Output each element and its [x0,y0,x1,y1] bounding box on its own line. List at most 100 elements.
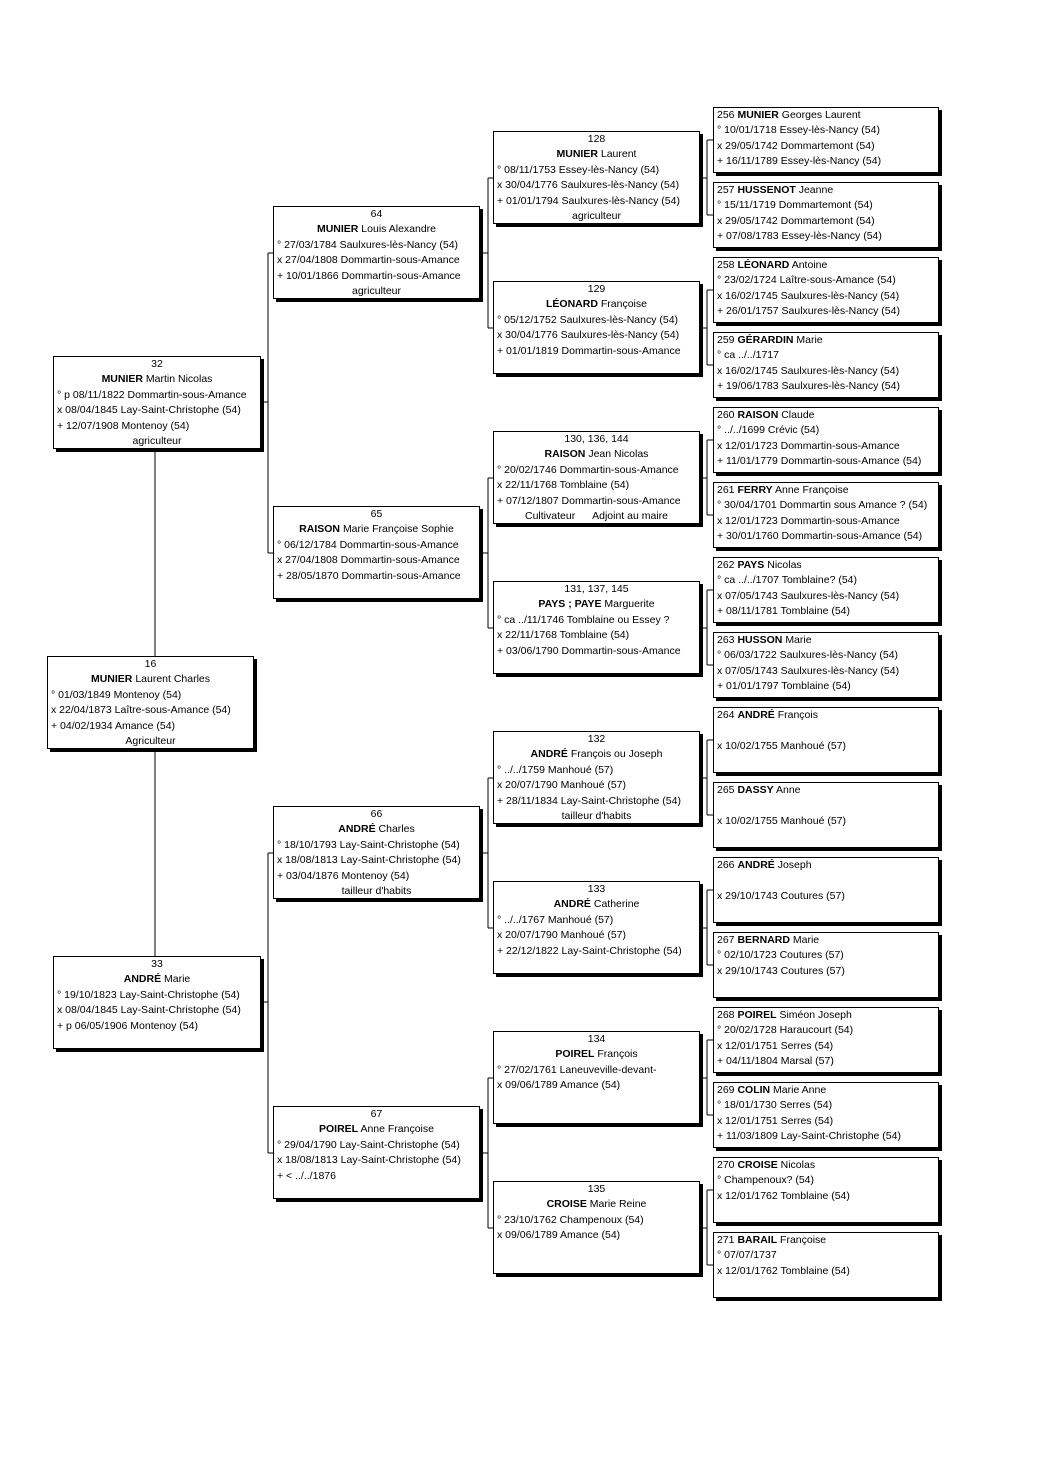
person-name: ANDRÉ Marie [57,972,257,987]
surname: RAISON [299,523,341,536]
given-names: Marie Françoise Sophie [342,523,454,536]
surname: RAISON [737,409,779,421]
blank-line [717,723,935,738]
life-event: + 01/01/1819 Dommartin-sous-Amance [497,344,681,357]
life-event: x 10/02/1755 Manhoué (57) [717,739,847,752]
life-event: x 16/02/1745 Saulxures-lès-Nancy (54) [717,289,900,302]
given-names: Louis Alexandre [361,223,437,236]
surname: LÉONARD [546,298,598,311]
life-event: ° 06/12/1784 Dommartin-sous-Amance [277,538,459,551]
person-name: CROISE Marie Reine [497,1197,696,1212]
surname: DASSY [737,784,774,796]
sosa-number: 66 [370,808,383,820]
given-names: François [777,709,818,721]
person-name: RAISON Jean Nicolas [497,447,696,462]
life-event: x 22/04/1873 Laître-sous-Amance (54) [51,704,231,717]
life-event: ° 18/10/1793 Lay-Saint-Christophe (54) [277,838,460,851]
sosa-number: 130, 136, 144 [564,433,629,445]
life-event: + 30/01/1760 Dommartin-sous-Amance (54) [717,530,923,543]
person-name: 259 GÉRARDIN Marie [717,333,935,348]
given-names: Marie [164,973,191,986]
life-event: ° 20/02/1728 Haraucourt (54) [717,1024,854,1037]
life-event: ° ../../1759 Manhoué (57) [497,763,614,776]
life-event: ° 06/03/1722 Saulxures-lès-Nancy (54) [717,649,899,662]
life-event: ° 08/11/1753 Essey-lès-Nancy (54) [497,163,660,176]
person-name: 269 COLIN Marie Anne [717,1083,935,1098]
given-names: Nicolas [780,1159,816,1171]
blank-line [717,798,935,813]
surname: MUNIER [90,673,133,686]
sosa-number: 259 [717,334,735,346]
life-event: x 08/04/1845 Lay-Saint-Christophe (54) [57,404,241,417]
life-event: + 03/06/1790 Dommartin-sous-Amance [497,644,681,657]
life-event: ° ../../1699 Crévic (54) [717,424,820,437]
surname: BARAIL [737,1234,778,1246]
life-event: ° 18/01/1730 Serres (54) [717,1099,833,1112]
person-name: 260 RAISON Claude [717,408,935,423]
surname: HUSSON [737,634,783,646]
life-event: ° 23/02/1724 Laître-sous-Amance (54) [717,274,896,287]
sosa-number: 266 [717,859,735,871]
person-box: 257 HUSSENOT Jeanne° 15/11/1719 Dommarte… [713,182,939,248]
surname: FERRY [737,484,773,496]
person-box: 268 POIREL Siméon Joseph° 20/02/1728 Har… [713,1007,939,1073]
life-event: + 28/11/1834 Lay-Saint-Christophe (54) [497,794,681,807]
person-name: MUNIER Laurent [497,147,696,162]
life-event: x 29/10/1743 Coutures (57) [717,964,845,977]
person-box: 263 HUSSON Marie° 06/03/1722 Saulxures-l… [713,632,939,698]
sosa-number: 129 [587,283,606,295]
given-names: Jean Nicolas [588,448,649,461]
person-name: MUNIER Louis Alexandre [277,222,476,237]
surname: GÉRARDIN [737,334,794,346]
life-event: x 12/01/1762 Tomblaine (54) [717,1264,850,1277]
surname: MUNIER [101,373,143,386]
life-event: x 27/04/1808 Dommartin-sous-Amance [277,254,460,267]
life-event: + 03/04/1876 Montenoy (54) [277,869,410,882]
sosa-number: 65 [370,508,383,520]
life-event: + 04/11/1804 Marsal (57) [717,1055,834,1068]
life-event: ° 07/07/1737 [717,1249,777,1262]
life-event: + 11/03/1809 Lay-Saint-Christophe (54) [717,1130,901,1143]
given-names: Marie Anne [773,1084,827,1096]
life-event: ° Champenoux? (54) [717,1174,815,1187]
given-names: Anne Françoise [360,1123,434,1136]
life-event: x 20/07/1790 Manhoué (57) [497,779,627,792]
surname: MUNIER [737,109,779,121]
given-names: Catherine [593,898,640,911]
life-event: ° 15/11/1719 Dommartemont (54) [717,199,873,212]
life-event: x 08/04/1845 Lay-Saint-Christophe (54) [57,1004,241,1017]
person-name: LÉONARD Françoise [497,297,696,312]
life-event: x 16/02/1745 Saulxures-lès-Nancy (54) [717,364,900,377]
given-names: Françoise [780,1234,827,1246]
given-names: Martin Nicolas [145,373,213,386]
sosa-number: 269 [717,1084,735,1096]
life-event: + 16/11/1789 Essey-lès-Nancy (54) [717,155,882,168]
life-event: + 01/01/1797 Tomblaine (54) [717,680,851,693]
person-name: MUNIER Martin Nicolas [57,372,257,387]
given-names: Marguerite [604,598,655,611]
life-event: ° 19/10/1823 Lay-Saint-Christophe (54) [57,988,240,1001]
surname: ANDRÉ [338,823,376,836]
life-event: ° 02/10/1723 Coutures (57) [717,949,844,962]
person-name: 267 BERNARD Marie [717,933,935,948]
life-event: ° 23/10/1762 Champenoux (54) [497,1213,644,1226]
given-names: Jeanne [798,184,834,196]
sosa-number: 67 [370,1108,383,1120]
sosa-number: 257 [717,184,735,196]
sosa-number: 32 [151,358,163,370]
given-names: Anne Françoise [775,484,849,496]
person-name: POIREL Anne Françoise [277,1122,476,1137]
life-event: x 07/05/1743 Saulxures-lès-Nancy (54) [717,589,900,602]
surname: CROISE [737,1159,778,1171]
life-event: + 07/08/1783 Essey-lès-Nancy (54) [717,230,882,243]
given-names: Laurent Charles [135,673,211,686]
sosa-number: 64 [370,208,383,220]
given-names: François [597,1048,638,1061]
person-name: 263 HUSSON Marie [717,633,935,648]
